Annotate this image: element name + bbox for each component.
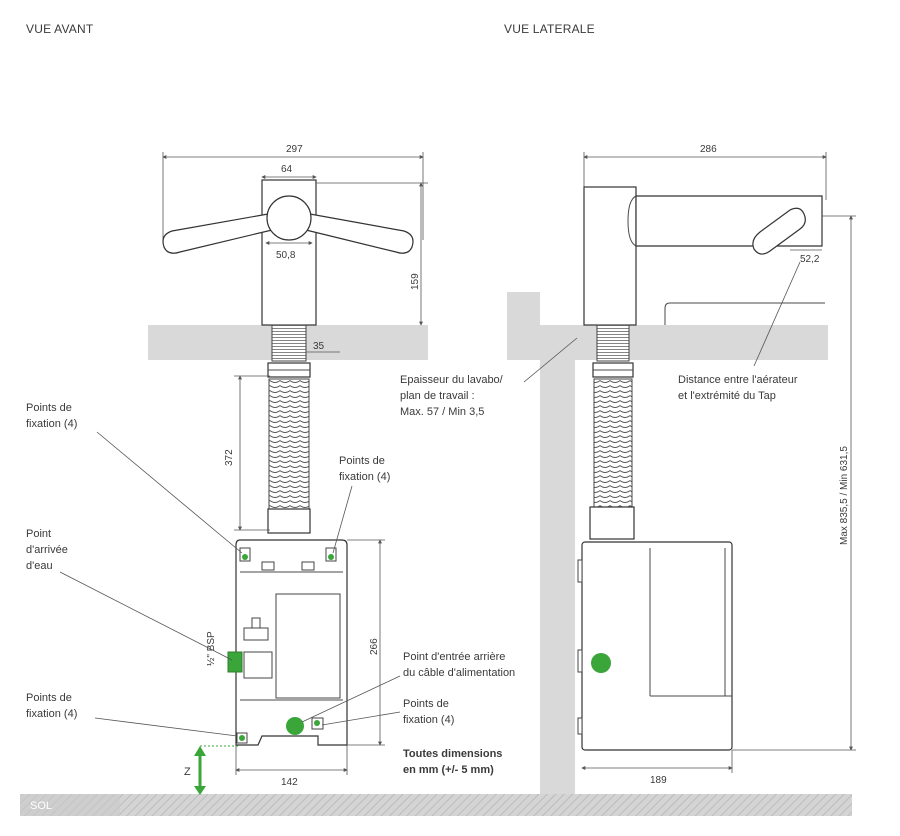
front-mount-point-tr xyxy=(328,554,334,560)
bsp-label: ½" BSP xyxy=(206,631,217,666)
z-label: Z xyxy=(184,766,191,778)
front-cable-entry xyxy=(286,717,304,735)
side-counter-wall xyxy=(507,292,828,794)
floor-label: SOL xyxy=(30,800,52,812)
front-mount-point-tl xyxy=(242,554,248,560)
svg-text:Epaisseur du lavabo/: Epaisseur du lavabo/ xyxy=(400,374,504,386)
dim-142: 142 xyxy=(281,777,298,788)
label-fixation-top-right: Points de fixation (4) xyxy=(339,455,390,483)
front-right-arm xyxy=(305,213,414,254)
label-all-dimensions: Toutes dimensions en mm (+/- 5 mm) xyxy=(403,748,502,776)
dim-max-min: Max 835,5 / Min 631,5 xyxy=(839,446,850,545)
label-aerator-distance: Distance entre l'aérateur et l'extrémité… xyxy=(678,374,798,402)
label-water-inlet: Point d'arrivée d'eau xyxy=(26,528,68,572)
svg-text:d'arrivée: d'arrivée xyxy=(26,544,68,556)
front-electronics-module xyxy=(275,593,341,699)
side-cable-entry xyxy=(591,653,611,673)
front-view-title: VUE AVANT xyxy=(26,22,94,36)
svg-text:Points de: Points de xyxy=(339,455,385,467)
side-threaded-shank xyxy=(596,324,630,362)
front-flexible-hose xyxy=(268,378,310,510)
front-hose-fitting xyxy=(267,508,311,534)
side-view: 286 52,2 189 Max 835,5 / Min 631,5 xyxy=(507,144,856,794)
front-left-arm xyxy=(162,213,273,254)
svg-text:d'eau: d'eau xyxy=(26,560,53,572)
side-flexible-hose xyxy=(593,378,633,508)
side-control-box xyxy=(581,541,733,751)
svg-text:plan de travail :: plan de travail : xyxy=(400,390,475,402)
side-hose-fitting xyxy=(589,506,635,540)
svg-text:fixation (4): fixation (4) xyxy=(403,714,454,726)
dim-64: 64 xyxy=(281,164,293,175)
svg-text:Toutes dimensions: Toutes dimensions xyxy=(403,748,502,760)
svg-text:Max. 57 / Min 3,5: Max. 57 / Min 3,5 xyxy=(400,406,484,418)
svg-text:fixation (4): fixation (4) xyxy=(26,708,77,720)
dim-372: 372 xyxy=(224,449,235,466)
front-valve xyxy=(243,651,273,679)
svg-text:et l'extrémité du Tap: et l'extrémité du Tap xyxy=(678,390,776,402)
floor: SOL xyxy=(20,794,852,816)
label-cable-entry: Point d'entrée arrière du câble d'alimen… xyxy=(403,651,515,679)
water-inlet-fitting xyxy=(227,651,243,673)
dim-52-2: 52,2 xyxy=(800,254,820,265)
front-hub xyxy=(266,195,312,241)
svg-text:du câble d'alimentation: du câble d'alimentation xyxy=(403,667,515,679)
front-mount-point-bl xyxy=(239,735,245,741)
dim-35: 35 xyxy=(313,341,325,352)
svg-text:Points de: Points de xyxy=(26,692,72,704)
svg-text:Points de: Points de xyxy=(26,402,72,414)
svg-text:Points de: Points de xyxy=(403,698,449,710)
svg-text:fixation (4): fixation (4) xyxy=(26,418,77,430)
dim-50-8: 50,8 xyxy=(276,250,296,261)
dim-266: 266 xyxy=(369,638,380,655)
side-view-title: VUE LATERALE xyxy=(504,22,595,36)
label-fixation-bottom-left: Points de fixation (4) xyxy=(26,692,77,720)
dim-189: 189 xyxy=(650,775,667,786)
front-threaded-shank xyxy=(271,324,307,362)
label-fixation-bottom-right: Points de fixation (4) xyxy=(403,698,454,726)
svg-text:Point: Point xyxy=(26,528,51,540)
dim-159: 159 xyxy=(410,273,421,290)
svg-text:en mm (+/- 5 mm): en mm (+/- 5 mm) xyxy=(403,764,494,776)
front-view: 297 64 50,8 159 35 372 xyxy=(59,144,428,795)
label-fixation-top-left: Points de fixation (4) xyxy=(26,402,77,430)
side-aerator xyxy=(752,207,806,255)
dim-297: 297 xyxy=(286,144,303,155)
svg-text:Distance entre l'aérateur: Distance entre l'aérateur xyxy=(678,374,798,386)
side-tap-body xyxy=(583,186,637,326)
label-sink-thickness: Epaisseur du lavabo/ plan de travail : M… xyxy=(400,374,504,418)
front-mount-point-br xyxy=(314,720,320,726)
svg-text:fixation (4): fixation (4) xyxy=(339,471,390,483)
svg-text:Point d'entrée arrière: Point d'entrée arrière xyxy=(403,651,505,663)
dim-286: 286 xyxy=(700,144,717,155)
